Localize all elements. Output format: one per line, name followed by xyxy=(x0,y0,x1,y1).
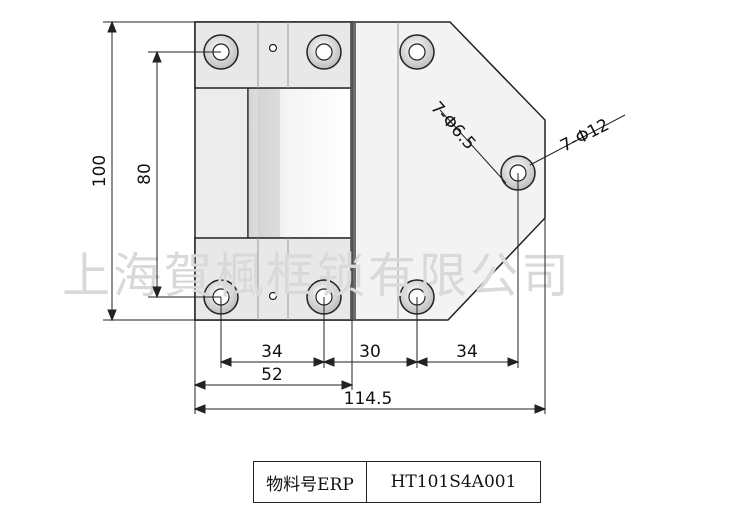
hole-leaders xyxy=(439,109,626,184)
dimension-80 xyxy=(148,50,221,299)
dim-label-100: 100 xyxy=(90,155,110,187)
dim-label-52: 52 xyxy=(261,365,283,385)
pin-bottom xyxy=(268,291,278,301)
part-number-table: 物料号ERP HT101S4A001 xyxy=(253,461,541,503)
hole-top-middle xyxy=(306,34,342,70)
dim-label-80: 80 xyxy=(135,163,155,185)
dim-label-34-right: 34 xyxy=(456,342,478,362)
dimension-52 xyxy=(193,320,354,414)
dim-label-30: 30 xyxy=(359,342,381,362)
dim-label-114-5: 114.5 xyxy=(344,389,393,409)
shadow-strip xyxy=(350,22,356,320)
recess-shadow xyxy=(258,88,280,238)
part-number-label: 物料号ERP xyxy=(254,462,367,502)
dim-label-34-left: 34 xyxy=(261,342,283,362)
hole-top-right xyxy=(399,34,435,70)
part-number-value: HT101S4A001 xyxy=(390,472,517,492)
dimension-100 xyxy=(103,20,195,322)
pin-top xyxy=(268,43,278,53)
watermark-text: 上海賀楓框锁有限公司 xyxy=(62,248,572,304)
dimension-114-5 xyxy=(193,218,547,414)
hole-label-large: 7-Φ12 xyxy=(557,115,612,156)
dimension-row-1 xyxy=(219,173,520,390)
